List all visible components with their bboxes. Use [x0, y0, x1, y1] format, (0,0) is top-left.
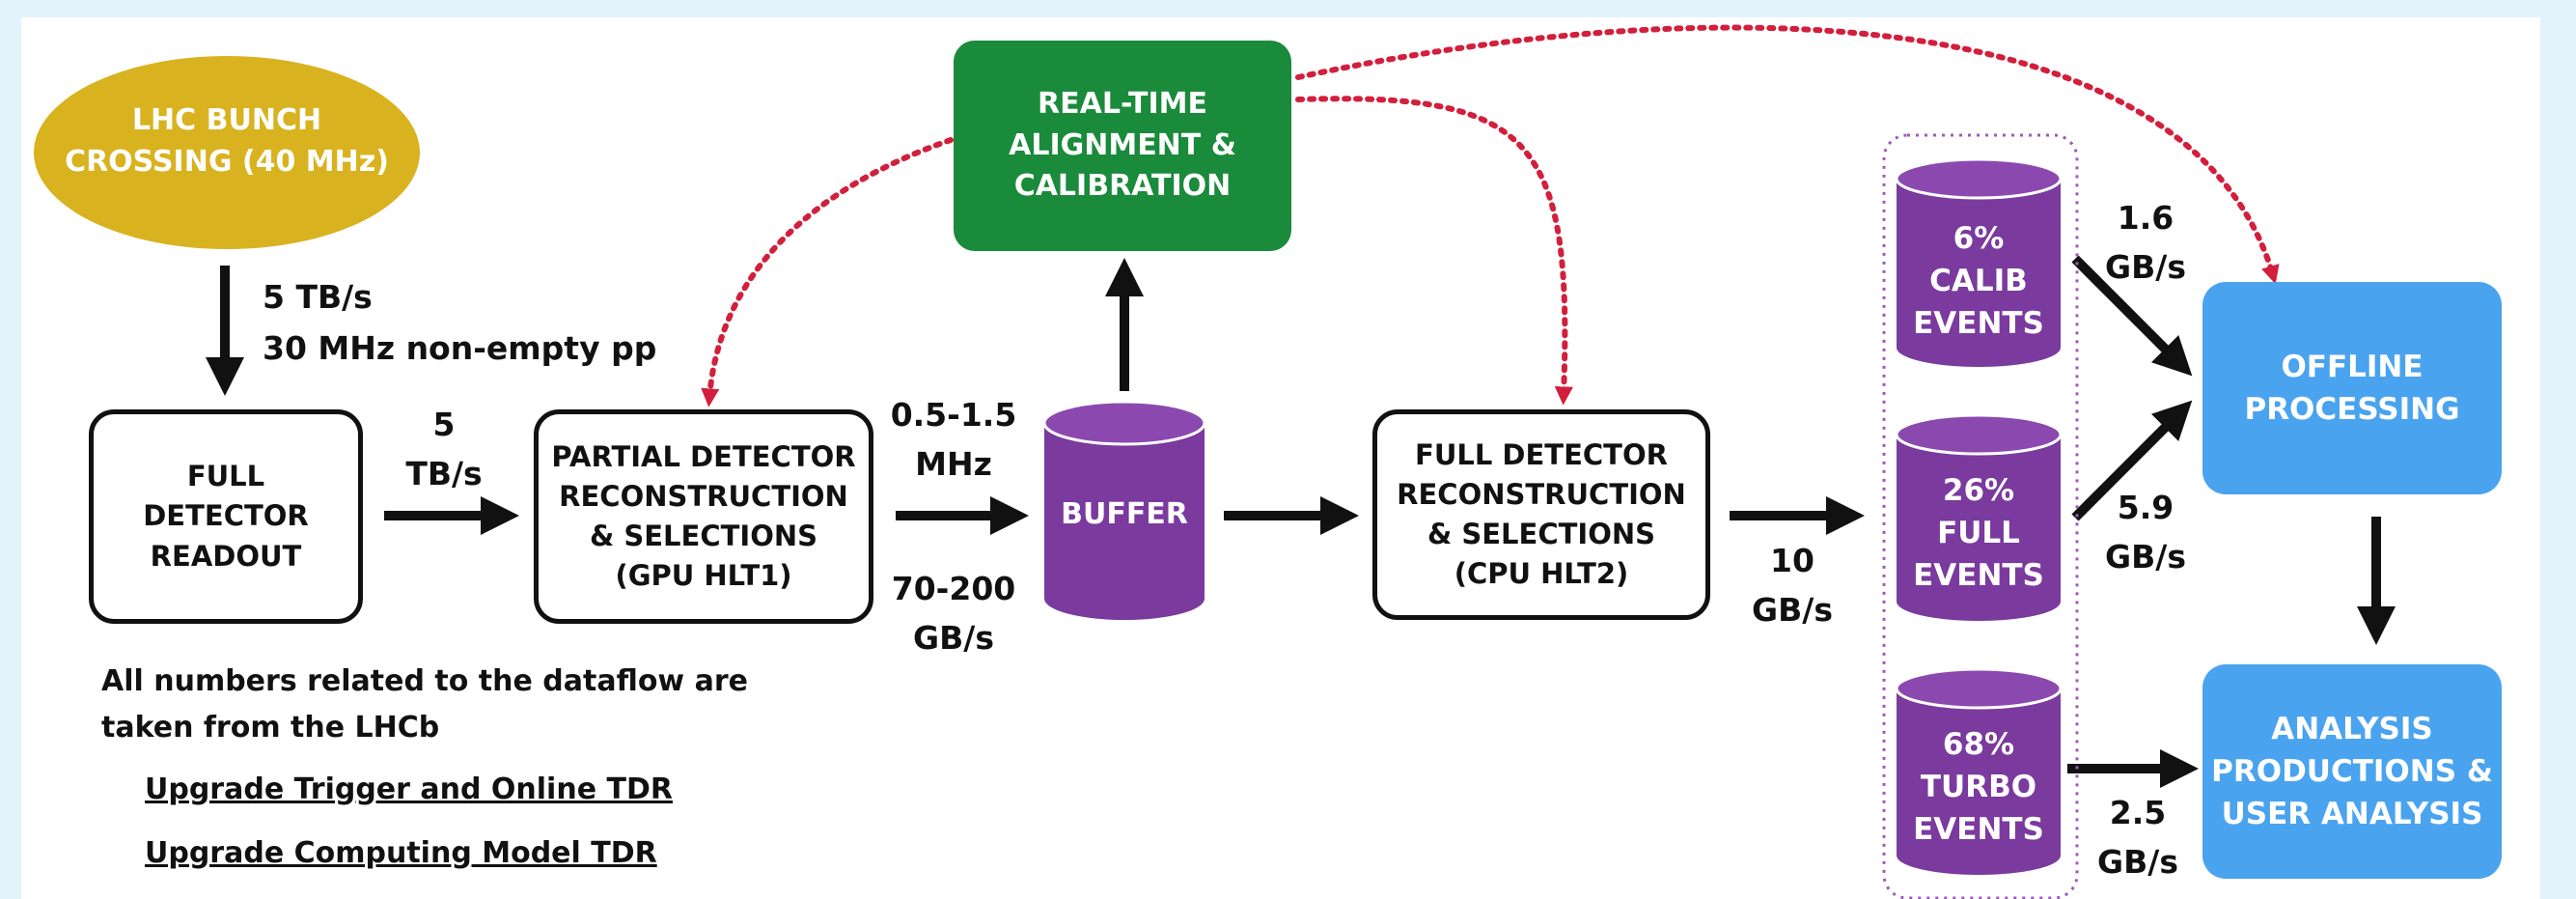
turbo-cylinder — [1895, 667, 2063, 875]
calib-label: 6% CALIB EVENTS — [1913, 221, 2044, 342]
rate-lhc-to-readout: 5 TB/s 30 MHz non-empty pp — [263, 278, 657, 367]
full-cylinder — [1895, 413, 2063, 621]
hlt1-label: PARTIAL DETECTOR RECONSTRUCTION & SELECT… — [551, 439, 856, 593]
arrow-full-to-offline — [2071, 400, 2193, 521]
hlt2-label: FULL DETECTOR RECONSTRUCTION & SELECTION… — [1397, 437, 1686, 591]
hlt1-box: PARTIAL DETECTOR RECONSTRUCTION & SELECT… — [534, 409, 873, 624]
offline-label: OFFLINE PROCESSING — [2244, 349, 2460, 427]
buffer-label: BUFFER — [1061, 497, 1188, 531]
rate-full: 5.9 GB/s — [2105, 489, 2186, 576]
calib-cylinder — [1895, 157, 2063, 367]
alignment-box: REAL-TIME ALIGNMENT & CALIBRATION — [954, 41, 1291, 251]
dotted-arrow-alignment-to-hlt1 — [701, 137, 954, 407]
rate-readout-to-hlt1: 5 TB/s — [405, 406, 483, 493]
rate-hlt1-bottom: 70-200 GB/s — [891, 570, 1016, 658]
full-label: 26% FULL EVENTS — [1913, 473, 2044, 594]
lhc-ellipse — [34, 56, 420, 249]
turbo-label: 68% TURBO EVENTS — [1913, 727, 2044, 848]
trigger-tdr-link[interactable]: Upgrade Trigger and Online TDR — [145, 773, 673, 806]
lhc-label: LHC BUNCH CROSSING (40 MHz) — [65, 103, 389, 179]
buffer-cylinder — [1042, 400, 1206, 620]
offline-box: OFFLINE PROCESSING — [2202, 282, 2502, 494]
arrow-calib-to-offline — [2071, 255, 2193, 377]
alignment-label: REAL-TIME ALIGNMENT & CALIBRATION — [1009, 87, 1236, 204]
dotted-arrow-alignment-to-hlt2 — [1295, 96, 1573, 406]
analysis-label: ANALYSIS PRODUCTIONS & USER ANALYSIS — [2211, 711, 2493, 831]
computing-tdr-link[interactable]: Upgrade Computing Model TDR — [145, 836, 657, 870]
dataflow-note: All numbers related to the dataflow are … — [101, 664, 748, 744]
readout-box: FULL DETECTOR READOUT — [89, 409, 363, 624]
rate-calib: 1.6 GB/s — [2105, 199, 2186, 287]
rate-hlt2-out: 10 GB/s — [1752, 542, 1833, 630]
hlt2-box: FULL DETECTOR RECONSTRUCTION & SELECTION… — [1372, 409, 1710, 620]
dotted-arrow-alignment-to-offline — [1295, 24, 2280, 285]
analysis-box: ANALYSIS PRODUCTIONS & USER ANALYSIS — [2202, 664, 2502, 879]
storage-group-outline — [1882, 133, 2079, 899]
rate-turbo: 2.5 GB/s — [2097, 794, 2178, 882]
rate-hlt1-top: 0.5-1.5 MHz — [890, 396, 1017, 484]
readout-label: FULL DETECTOR READOUT — [143, 460, 309, 573]
